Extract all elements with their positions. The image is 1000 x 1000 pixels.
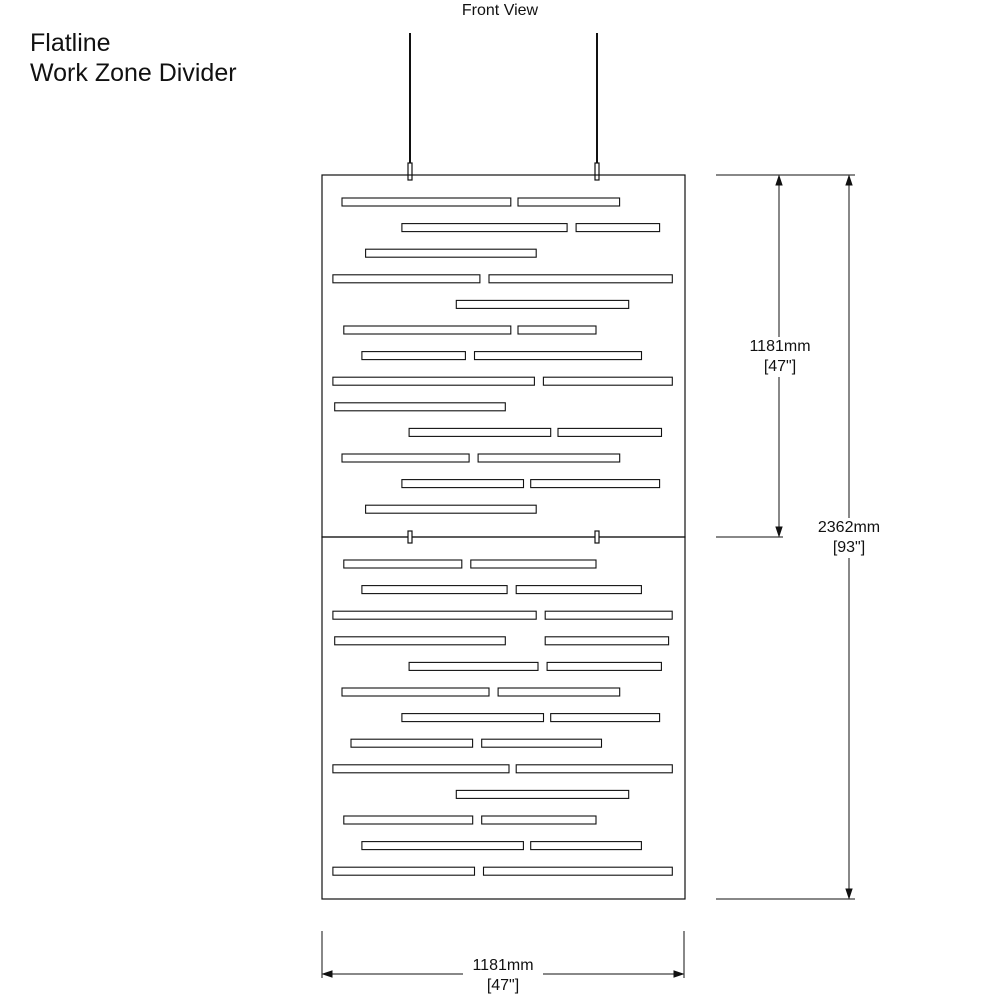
panel-connector-clips — [407, 530, 600, 544]
panel-slot — [334, 402, 506, 412]
panel-slot — [361, 841, 524, 851]
title-line-2: Work Zone Divider — [30, 59, 237, 87]
panel-slot — [332, 376, 535, 386]
upper-panel — [321, 174, 686, 538]
dimension-arrow-icon — [775, 174, 783, 186]
panel-slot — [361, 585, 508, 595]
panel-slot — [488, 274, 673, 284]
view-label: Front View — [461, 2, 539, 19]
panel-slot — [542, 376, 673, 386]
panel-slot — [473, 351, 643, 361]
panel-slot — [530, 841, 642, 851]
panel-slot — [544, 636, 670, 646]
width-mm: 1181mm — [472, 957, 534, 974]
panel-slot — [544, 610, 673, 620]
panel-slot — [497, 687, 621, 697]
panel-slot — [401, 713, 545, 723]
panel-slot — [455, 299, 630, 309]
panel-slot — [517, 197, 621, 207]
dimension-arrow-icon — [321, 970, 333, 978]
total-height-inches: [93"] — [832, 539, 866, 556]
lower-panel-slots — [332, 559, 673, 876]
panel-slot — [341, 197, 512, 207]
dimension-arrow-icon — [845, 888, 853, 900]
panel-slot — [455, 789, 630, 799]
panel-slot — [343, 815, 474, 825]
panel-slot — [481, 815, 597, 825]
panel-slot — [530, 479, 661, 489]
width-label: 1181mm [47"] — [463, 956, 543, 996]
panel-slot — [365, 504, 537, 514]
panel-slot — [365, 248, 537, 258]
total-height-label: 2362mm [93"] — [805, 518, 893, 558]
panel-slot — [401, 223, 568, 233]
right-connector-clip-icon — [594, 530, 600, 544]
half-height-label: 1181mm [47"] — [735, 337, 825, 377]
panel-slot — [477, 453, 621, 463]
left-hanger-clip-icon — [407, 162, 413, 181]
panel-slot — [332, 274, 481, 284]
right-hanger-clip-icon — [594, 162, 600, 181]
panel-slot — [515, 764, 673, 774]
panel-slot — [557, 427, 663, 437]
panel-slot — [517, 325, 597, 335]
left-connector-clip-icon — [407, 530, 413, 544]
panel-slot — [361, 351, 466, 361]
product-title: Flatline Work Zone Divider — [30, 28, 237, 88]
panel-slot — [481, 738, 603, 748]
panel-slot — [408, 427, 552, 437]
dimension-arrow-icon — [775, 526, 783, 538]
panel-slot — [546, 661, 662, 671]
half-height-mm: 1181mm — [749, 338, 811, 355]
panel-slot — [482, 866, 673, 876]
panel-slot — [332, 866, 476, 876]
panel-slot — [341, 453, 470, 463]
total-height-mm: 2362mm — [817, 519, 881, 536]
panel-slot — [332, 764, 510, 774]
title-line-1: Flatline — [30, 29, 111, 57]
panel-slot — [332, 610, 537, 620]
dimension-arrow-icon — [673, 970, 685, 978]
top-hanger-clips — [407, 162, 600, 181]
dimension-arrow-icon — [845, 174, 853, 186]
panel-slot — [343, 559, 463, 569]
hanging-cables — [409, 33, 598, 172]
lower-panel — [321, 536, 686, 900]
panel-slot — [408, 661, 539, 671]
panel-slot — [550, 713, 661, 723]
panel-slot — [515, 585, 642, 595]
width-inches: [47"] — [486, 977, 520, 994]
panel-slot — [470, 559, 597, 569]
panel-slot — [334, 636, 506, 646]
panel-slot — [575, 223, 661, 233]
upper-panel-slots — [332, 197, 673, 514]
panel-slot — [401, 479, 525, 489]
panel-slot — [343, 325, 512, 335]
half-height-inches: [47"] — [763, 358, 797, 375]
panel-slot — [350, 738, 474, 748]
panel-slot — [341, 687, 490, 697]
